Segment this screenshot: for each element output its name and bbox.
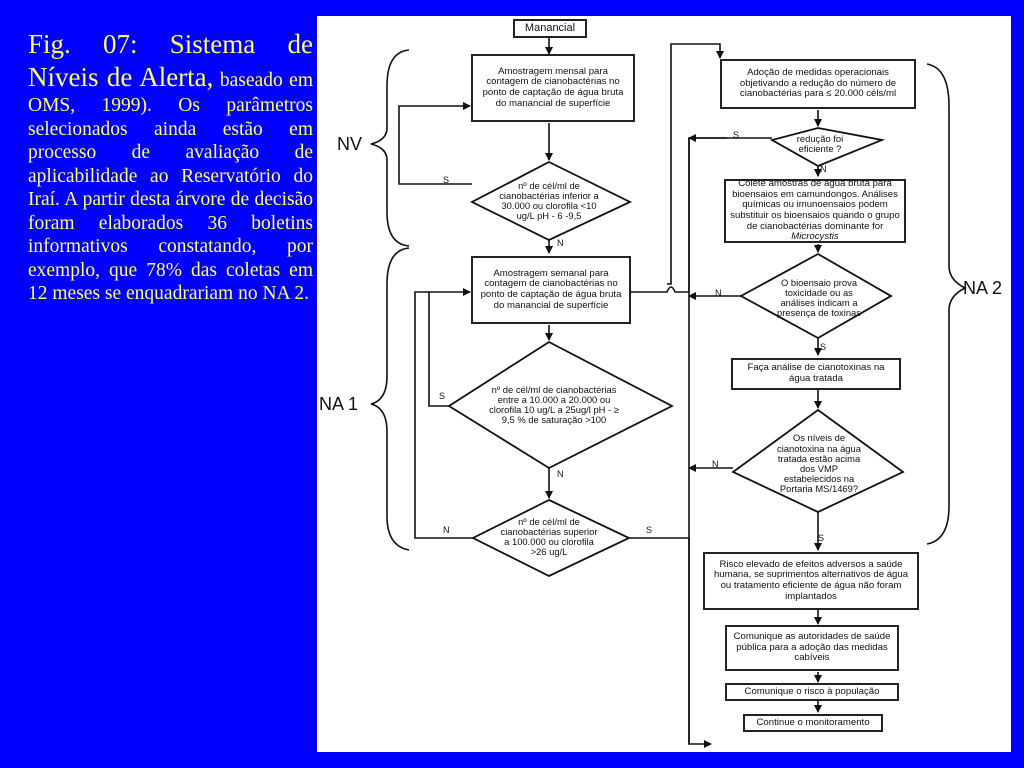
box-notify-population: Comunique o risco à população xyxy=(725,683,899,701)
decision2-text: nº de cél/ml de cianobactérias entre a 1… xyxy=(489,383,619,426)
edge-label-s: S xyxy=(646,525,653,535)
box-operational-measures: Adoção de medidas operacionais objetivan… xyxy=(720,59,916,109)
edge-label-s: S xyxy=(443,175,450,185)
edge-label-s: S xyxy=(818,533,825,543)
box-notify-authorities: Comunique as autoridades de saúde públic… xyxy=(725,625,899,671)
decision1-text: nº de cél/ml de cianobactérias inferior … xyxy=(499,179,599,222)
brace-na1 xyxy=(370,247,410,551)
diamond-decision3 xyxy=(470,498,632,578)
edge-label-n: N xyxy=(557,238,564,248)
edge-label-n: N xyxy=(715,288,722,298)
box-collect-samples: Colete amostras de água bruta para bioen… xyxy=(724,178,906,243)
decision-vmp-text: Os níveis de cianotoxina na água tratada… xyxy=(777,432,861,495)
edge-label-s: S xyxy=(820,342,827,352)
collect-samples-text: Colete amostras de água bruta para bioen… xyxy=(730,178,900,232)
level-label-na2: NA 2 xyxy=(963,278,1003,298)
figure-caption: Fig. 07: Sistema de Níveis de Alerta, ba… xyxy=(28,28,313,306)
edge-label-n: N xyxy=(820,164,827,174)
box-weekly-sampling: Amostragem semanal para contagem de cian… xyxy=(471,256,631,324)
box-high-risk: Risco elevado de efeitos adversos a saúd… xyxy=(703,552,919,610)
box-continue-monitoring: Continue o monitoramento xyxy=(743,714,883,732)
flowchart-panel: Manancial Amostragem mensal para contage… xyxy=(317,16,1011,752)
decision3-text: nº de cél/ml de cianobactérias superior … xyxy=(500,515,598,558)
box-manancial: Manancial xyxy=(513,19,587,38)
collect-samples-genus: Microcystis xyxy=(791,231,839,243)
decision-reduction-text: redução foi eficiente ? xyxy=(796,132,844,154)
box-cyanotoxin-analysis: Faça análise de cianotoxinas na água tra… xyxy=(731,358,901,390)
caption-title: Fig. 07: Sistema de Níveis de Alerta, xyxy=(28,29,313,92)
level-label-na1: NA 1 xyxy=(319,394,359,414)
decision-toxicity-text: O bioensaio prova toxicidade ou as análi… xyxy=(777,276,861,319)
diamond-reduction xyxy=(769,127,886,167)
flowchart-connectors xyxy=(370,36,967,748)
diamond-toxicity xyxy=(739,252,893,340)
diamond-decision2 xyxy=(447,340,674,470)
edge-label-n: N xyxy=(557,469,564,479)
brace-nv xyxy=(370,49,410,247)
box-monthly-sampling: Amostragem mensal para contagem de ciano… xyxy=(471,54,635,122)
edge-label-n: N xyxy=(443,525,450,535)
level-label-nv: NV xyxy=(337,134,363,154)
caption-body: baseado em OMS, 1999). Os parâmetros sel… xyxy=(28,70,313,304)
diamond-vmp xyxy=(731,408,905,513)
edge-label-n: N xyxy=(712,459,719,469)
brace-na2 xyxy=(926,63,967,545)
diamond-decision1 xyxy=(470,160,633,241)
edge-label-s: S xyxy=(733,130,740,140)
edge-label-s: S xyxy=(439,391,446,401)
